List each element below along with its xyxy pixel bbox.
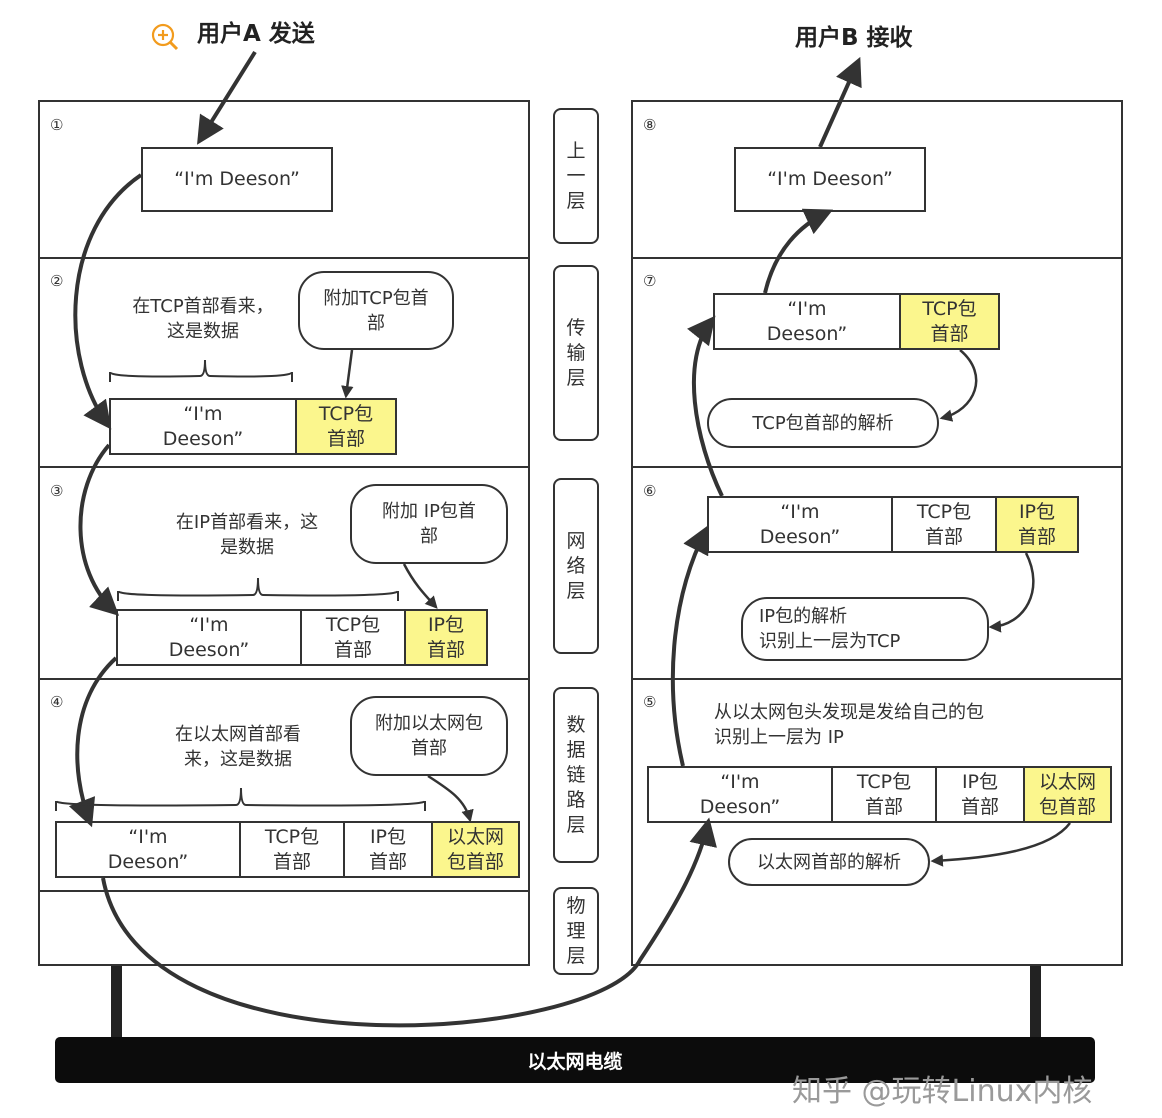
tcp-data-note: 在TCP首部看来， 这是数据 — [132, 296, 274, 342]
step-marker-8: ⑧ — [643, 116, 657, 134]
ip-header-cell: IP包 首部 — [343, 823, 431, 876]
payload-cell: “I'm Deeson” — [766, 297, 848, 345]
eth-receive-note: 从以太网包头发现是发给自己的包 识别上一层为 IP — [714, 702, 984, 748]
payload-cell: “I'm Deeson” — [162, 402, 244, 450]
payload-cell: “I'm Deeson” — [107, 825, 189, 873]
tcp-header-cell: TCP包 首部 — [831, 768, 935, 821]
eth-header-cell: 以太网 包首部 — [431, 823, 518, 876]
ethernet-cable: 以太网电缆 — [55, 1037, 1095, 1083]
layer-label-transport: 传输层 — [553, 265, 599, 441]
eth-data-note: 在以太网首部看 来，这是数据 — [175, 724, 301, 770]
step-marker-5: ⑤ — [643, 693, 657, 711]
add-eth-header-bubble: 附加以太网包 首部 — [350, 696, 508, 776]
message-box-receiver: “I'm Deeson” — [734, 147, 926, 212]
ethernet-frame-received: “I'm Deeson” TCP包 首部 IP包 首部 以太网 包首部 — [647, 766, 1112, 823]
eth-header-cell: 以太网 包首部 — [1023, 768, 1110, 821]
ip-data-note: 在IP首部看来，这 是数据 — [175, 512, 319, 558]
tcp-header-cell: TCP包 首部 — [899, 295, 998, 348]
layer-divider — [38, 466, 530, 468]
step-marker-6: ⑥ — [643, 482, 657, 500]
payload-cell: “I'm Deeson” — [699, 770, 781, 818]
ip-packet-received: “I'm Deeson” TCP包 首部 IP包 首部 — [707, 496, 1079, 553]
step-marker-1: ① — [50, 116, 64, 134]
tcp-header-cell: TCP包 首部 — [891, 498, 995, 551]
receiver-label: 用户B 接收 — [795, 25, 913, 51]
tcp-header-cell: TCP包 首部 — [239, 823, 343, 876]
layer-label-physical: 物理层 — [553, 887, 599, 975]
step-marker-2: ② — [50, 272, 64, 290]
tcp-segment: “I'm Deeson” TCP包 首部 — [109, 398, 397, 455]
ip-header-cell: IP包 首部 — [995, 498, 1077, 551]
add-tcp-header-bubble: 附加TCP包首 部 — [298, 271, 454, 350]
layer-label-datalink: 数据链路层 — [553, 687, 599, 863]
payload-cell: “I'm Deeson” — [168, 613, 250, 661]
cable-post-right — [1030, 966, 1041, 1040]
add-ip-header-bubble: 附加 IP包首 部 — [350, 484, 508, 564]
cable-post-left — [111, 966, 122, 1040]
step-marker-7: ⑦ — [643, 272, 657, 290]
layer-label-network: 网络层 — [553, 478, 599, 654]
parse-eth-bubble: 以太网首部的解析 — [728, 838, 930, 886]
step-marker-3: ③ — [50, 482, 64, 500]
ethernet-frame: “I'm Deeson” TCP包 首部 IP包 首部 以太网 包首部 — [55, 821, 520, 878]
watermark: 知乎 @玩转Linux内核 — [792, 1074, 1093, 1109]
ip-packet: “I'm Deeson” TCP包 首部 IP包 首部 — [116, 609, 488, 666]
layer-label-upper: 上一层 — [553, 108, 599, 244]
layer-divider — [38, 890, 530, 892]
layer-divider — [38, 678, 530, 680]
layer-divider — [38, 257, 530, 259]
sender-label: 用户A 发送 — [197, 21, 315, 47]
zoom-in-icon[interactable] — [150, 22, 182, 54]
tcp-segment-received: “I'm Deeson” TCP包 首部 — [713, 293, 1000, 350]
message-box-sender: “I'm Deeson” — [141, 147, 333, 212]
ip-header-cell: IP包 首部 — [935, 768, 1023, 821]
tcp-header-cell: TCP包 首部 — [295, 400, 395, 453]
payload-cell: “I'm Deeson” — [759, 500, 841, 548]
step-marker-4: ④ — [50, 693, 64, 711]
layer-divider — [631, 257, 1123, 259]
parse-tcp-bubble: TCP包首部的解析 — [707, 398, 939, 448]
layer-divider — [631, 678, 1123, 680]
layer-divider — [631, 466, 1123, 468]
parse-ip-bubble: IP包的解析 识别上一层为TCP — [741, 597, 989, 661]
tcp-header-cell: TCP包 首部 — [300, 611, 404, 664]
ip-header-cell: IP包 首部 — [404, 611, 486, 664]
